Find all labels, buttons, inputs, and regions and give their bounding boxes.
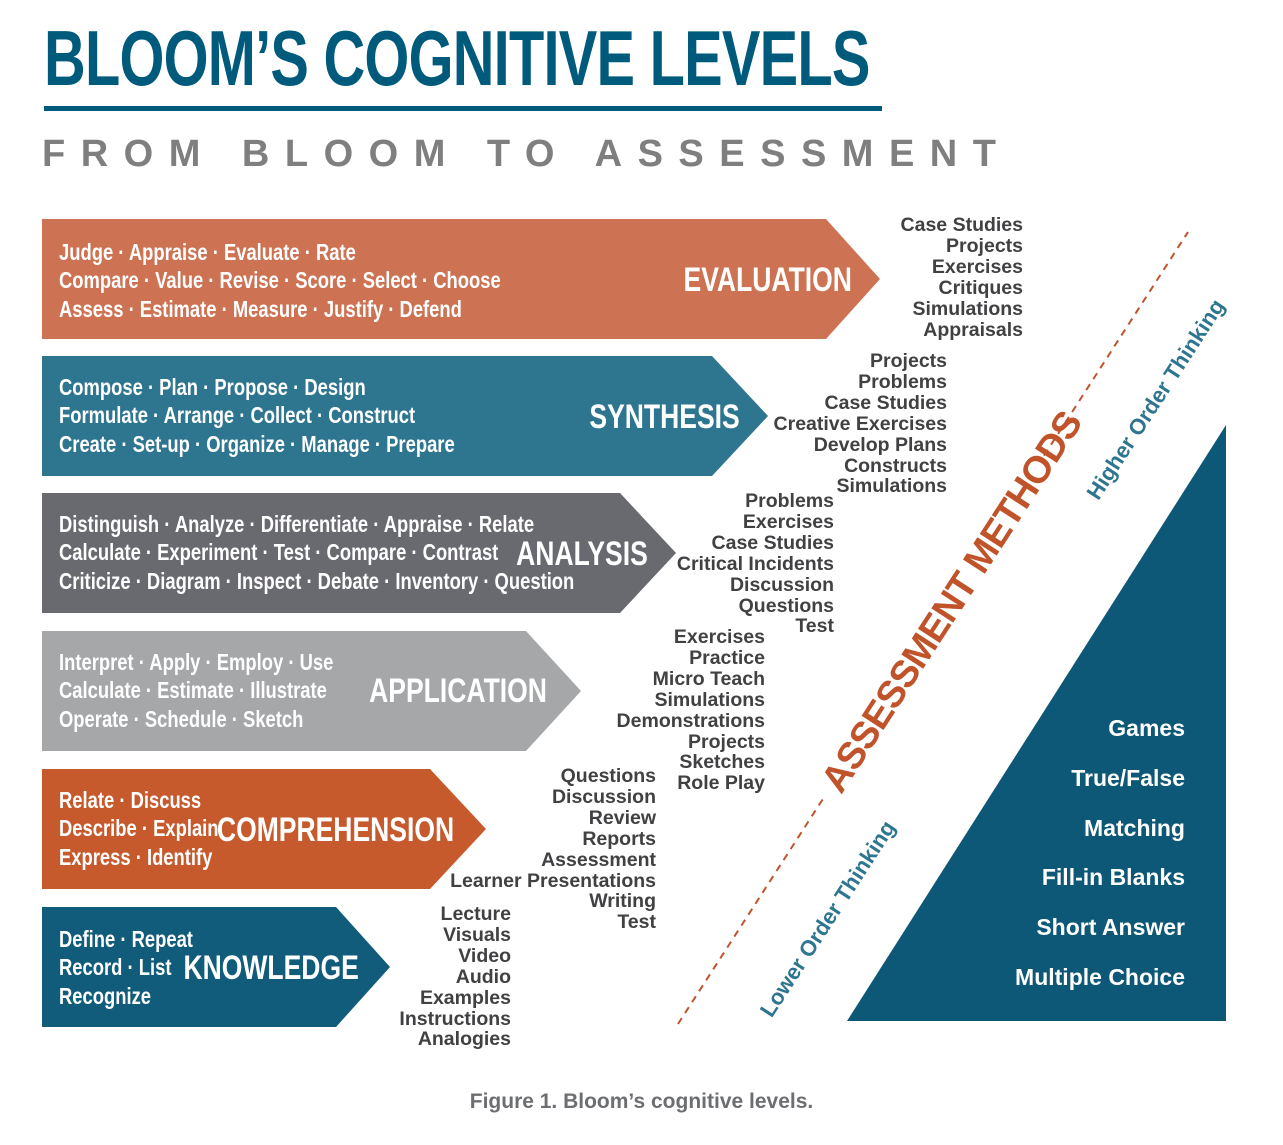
method-item: Visuals [443, 923, 511, 946]
format-item: Fill-in Blanks [1041, 864, 1185, 891]
method-item: Assessment [541, 848, 656, 871]
verb-line: Compare · Value · Revise · Score · Selec… [59, 267, 501, 294]
arrow-application [42, 631, 581, 751]
figure-caption: Figure 1. Bloom’s cognitive levels. [469, 1090, 814, 1113]
level-application: APPLICATION [369, 672, 547, 710]
verb-line: Judge · Appraise · Evaluate · Rate [59, 239, 356, 265]
method-item: Instructions [399, 1007, 511, 1030]
arrow-comprehension [42, 769, 486, 889]
assessment-format-list: Games True/False Matching Fill-in Blanks… [990, 704, 1185, 1003]
format-item: Multiple Choice [1015, 963, 1185, 990]
method-item: Analogies [417, 1028, 511, 1051]
format-item: Short Answer [1036, 914, 1185, 941]
verb-line: Define · Repeat [59, 926, 193, 952]
verb-line: Calculate · Estimate · Illustrate [59, 677, 327, 704]
method-item: Exercises [931, 255, 1023, 278]
page-subtitle: FROM BLOOM TO ASSESSMENT [42, 133, 1012, 175]
verbs-application: Interpret · Apply · Employ · Use Calcula… [59, 648, 333, 733]
method-item: Projects [688, 730, 765, 753]
method-item: Exercises [742, 510, 834, 533]
verb-line: Relate · Discuss [59, 787, 202, 813]
method-item: Appraisals [923, 318, 1023, 341]
methods-analysis: Problems Exercises Case Studies Critical… [677, 491, 834, 637]
method-item: Case Studies [824, 391, 947, 414]
verb-line: Operate · Schedule · Sketch [59, 705, 304, 732]
method-item: Exercises [673, 626, 765, 648]
method-item: Video [458, 944, 511, 967]
verbs-evaluation: Judge · Appraise · Evaluate · Rate Compa… [59, 238, 501, 323]
verb-line: Distinguish · Analyze · Differentiate · … [59, 511, 535, 537]
method-item: Practice [689, 646, 765, 669]
method-item: Learner Presentations [450, 869, 656, 892]
method-item: Case Studies [711, 531, 834, 554]
verb-line: Formulate · Arrange · Collect · Construc… [59, 402, 416, 429]
method-item: Writing [589, 890, 656, 913]
format-item: Matching [1084, 814, 1185, 841]
level-knowledge: KNOWLEDGE [183, 949, 359, 987]
method-item: Questions [738, 594, 834, 617]
method-item: Reports [582, 827, 656, 850]
method-item: Role Play [677, 772, 765, 795]
arrow-synthesis [42, 356, 768, 476]
method-item: Problems [858, 370, 947, 393]
assessment-triangle [847, 425, 1226, 1021]
method-item: Simulations [654, 688, 765, 711]
method-item: Discussion [729, 573, 834, 596]
method-item: Audio [455, 965, 511, 988]
verb-line: Describe · Explain [59, 815, 219, 842]
level-evaluation: EVALUATION [683, 261, 852, 299]
method-item: Critical Incidents [676, 552, 834, 575]
method-item: Projects [946, 234, 1023, 257]
verb-line: Express · Identify [59, 843, 213, 870]
verb-line: Interpret · Apply · Employ · Use [59, 649, 334, 675]
methods-evaluation: Case Studies Projects Exercises Critique… [901, 215, 1023, 340]
methods-comprehension: Questions Discussion Review Reports Asse… [450, 766, 656, 933]
page-title: BLOOM’S COGNITIVE LEVELS [44, 14, 870, 102]
level-comprehension: COMPREHENSION [216, 811, 454, 849]
verb-line: Create · Set-up · Organize · Manage · Pr… [59, 430, 455, 457]
method-item: Review [588, 806, 656, 829]
level-synthesis: SYNTHESIS [589, 398, 740, 436]
title-divider [44, 106, 882, 111]
verbs-knowledge: Define · Repeat Record · List Recognize [59, 925, 193, 1010]
verb-line: Calculate · Experiment · Test · Compare … [59, 539, 499, 566]
verbs-analysis: Distinguish · Analyze · Differentiate · … [59, 510, 574, 595]
verb-line: Assess · Estimate · Measure · Justify · … [59, 295, 462, 322]
methods-knowledge: Lecture Visuals Video Audio Examples Ins… [399, 904, 511, 1050]
method-item: Constructs [844, 454, 947, 477]
arrow-evaluation [42, 219, 880, 339]
method-item: Discussion [551, 785, 656, 808]
method-item: Demonstrations [616, 709, 765, 732]
method-item: Examples [419, 986, 511, 1009]
method-item: Problems [745, 490, 834, 512]
method-item: Projects [870, 350, 947, 372]
method-item: Questions [560, 765, 656, 787]
verbs-synthesis: Compose · Plan · Propose · Design Formul… [59, 373, 455, 458]
method-item: Sketches [679, 751, 765, 774]
method-item: Test [617, 911, 656, 934]
format-item: Games [1108, 715, 1185, 741]
verb-line: Criticize · Diagram · Inspect · Debate ·… [59, 567, 575, 594]
arrow-analysis [42, 493, 676, 613]
arrow-knowledge [42, 907, 390, 1027]
method-item: Develop Plans [813, 433, 947, 456]
level-analysis: ANALYSIS [516, 535, 648, 573]
methods-application: Exercises Practice Micro Teach Simulatio… [617, 627, 765, 794]
method-item: Simulations [912, 297, 1023, 320]
methods-synthesis: Projects Problems Case Studies Creative … [774, 351, 947, 497]
method-item: Lecture [440, 903, 511, 925]
method-item: Simulations [836, 475, 947, 498]
method-item: Creative Exercises [773, 412, 947, 435]
method-item: Test [795, 615, 834, 638]
method-item: Critiques [938, 276, 1023, 299]
format-item: True/False [1071, 764, 1185, 791]
method-item: Case Studies [900, 214, 1023, 236]
verb-line: Compose · Plan · Propose · Design [59, 374, 366, 400]
verb-line: Recognize [59, 982, 152, 1009]
method-item: Micro Teach [652, 667, 765, 690]
verb-line: Record · List [59, 954, 172, 981]
verbs-comprehension: Relate · Discuss Describe · Explain Expr… [59, 786, 219, 871]
